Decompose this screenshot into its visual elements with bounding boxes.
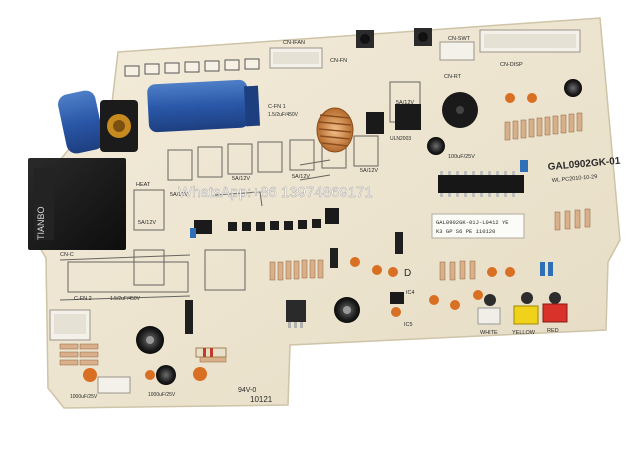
- label-relay-spec-4: 5A/12V: [360, 168, 378, 174]
- board-revision: WL.PC2010-10-29: [552, 174, 598, 184]
- label-ic5: IC5: [404, 322, 413, 328]
- label-cn-swt: CN-SWT: [448, 36, 471, 42]
- label-cap-bottom-a: 1000uF/25V: [70, 394, 98, 400]
- top-header-pins: [124, 58, 260, 77]
- uln2003-driver: [395, 104, 421, 130]
- label-cap-main: C-FN 1: [268, 104, 286, 110]
- blue-film-capacitor-main: [147, 79, 261, 133]
- jumper-wire: [195, 347, 227, 358]
- label-red: RED: [547, 328, 559, 334]
- label-cn-fn: CN-FN: [330, 58, 347, 64]
- label-relay-spec-3: 5A/12V: [292, 174, 310, 180]
- label-cap-main-spec: 1.5/2uF/450V: [268, 112, 299, 118]
- white-connectors: [49, 29, 581, 394]
- relay-brand-label: TIANBO: [36, 206, 46, 240]
- inductor-coil: [316, 107, 354, 153]
- tianbo-relay: [28, 158, 126, 250]
- label-relay-spec-5: 5A/12V: [396, 100, 414, 106]
- label-relay-spec-2: 5A/12V: [232, 176, 250, 182]
- label-cn-disp: CN-DISP: [500, 62, 523, 68]
- label-uln2003: ULN2003: [390, 136, 411, 142]
- fuse-holder: [100, 100, 138, 152]
- tactile-switches: [356, 28, 432, 48]
- label-d: D: [404, 268, 411, 279]
- label-relay-spec-1: 5A/12V: [170, 192, 188, 198]
- program-sticker: [431, 213, 525, 239]
- colored-connectors: [477, 303, 568, 325]
- label-white: WHITE: [480, 330, 498, 336]
- buzzer: [442, 92, 478, 128]
- ceramic-capacitors: [83, 93, 537, 382]
- label-cap-bottom-b: 1000uF/25V: [148, 392, 176, 398]
- label-cn-c: CN-C: [60, 252, 74, 258]
- resistors: [59, 112, 591, 366]
- microcontroller-ic: [438, 171, 524, 197]
- electrolytic-capacitors: [136, 79, 582, 385]
- label-cap-mid: 100uF/25V: [448, 154, 475, 160]
- blue-film-capacitor-left: [58, 90, 104, 154]
- sticker-line-1: GAL0902GK-01J-L0412 YE: [436, 219, 509, 226]
- ul-rating: 94V-0: [238, 387, 256, 394]
- label-cn-ifan: CN-IFAN: [283, 40, 305, 46]
- label-yellow: YELLOW: [512, 330, 536, 336]
- label-ic4: IC4: [406, 290, 415, 296]
- label-heat: HEAT: [136, 182, 151, 188]
- sticker-line-2: K3 GP S6 PE 110120: [436, 228, 495, 235]
- label-cap-lower-spec: 1.5/2uF/450V: [110, 296, 141, 302]
- transistor-row: [228, 219, 321, 231]
- led-indicators: [484, 292, 561, 306]
- regulator-ic: [286, 300, 306, 328]
- diodes: [185, 232, 403, 334]
- date-code: 10121: [250, 395, 273, 404]
- label-cn-rt: CN-RT: [444, 74, 462, 80]
- watermark: WhatsApp:+86 13974869171: [178, 184, 373, 201]
- label-cap-lower: C-FN 2: [74, 296, 92, 302]
- label-relay-spec-6: 5A/12V: [138, 220, 156, 226]
